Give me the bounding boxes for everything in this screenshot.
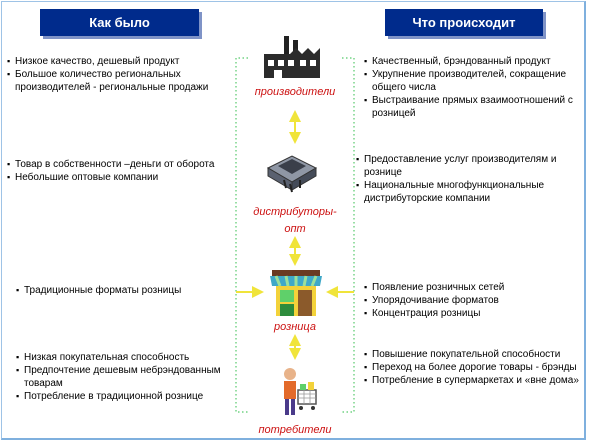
bracket-left [235, 57, 248, 413]
stage-label-consumers: потребители [258, 424, 332, 436]
bullet-item: Выстраивание прямых взаимоотношений с ро… [364, 94, 574, 120]
chip-icon [266, 155, 318, 193]
now-consumers: Повышение покупательной способностиПерех… [364, 348, 582, 387]
bullet-item: Низкая покупательная способность [16, 351, 228, 364]
bullet-item: Концентрация розницы [364, 307, 574, 320]
bracket-right [342, 57, 355, 413]
now-retail: Появление розничных сетейУпорядочивание … [364, 281, 574, 320]
bullet-item: Предоставление услуг производителям и ро… [356, 153, 578, 179]
shop-icon [270, 270, 322, 316]
bullet-item: Укрупнение производителей, сокращение об… [364, 68, 574, 94]
bullet-item: Предпочтение дешевым небрэндованным това… [16, 364, 228, 390]
before-producers: Низкое качество, дешевый продуктБольшое … [7, 55, 227, 94]
bullet-item: Товар в собственности –деньги от оборота [7, 158, 227, 171]
bullet-item: Большое количество региональных производ… [7, 68, 227, 94]
stage-label-producers: производители [254, 86, 336, 98]
bullet-item: Повышение покупательной способности [364, 348, 582, 361]
stage-label-retail: розница [274, 321, 316, 333]
now-distributors: Предоставление услуг производителям и ро… [356, 153, 578, 205]
before-consumers: Низкая покупательная способностьПредпочт… [16, 351, 228, 403]
now-producers: Качественный, брэндованный продуктУкрупн… [364, 55, 574, 120]
factory-icon [264, 36, 320, 78]
stage-label-distributors: дистрибуторы-опт [253, 206, 337, 235]
bullet-item: Низкое качество, дешевый продукт [7, 55, 227, 68]
before-retail: Традиционные форматы розницы [16, 284, 228, 297]
bullet-item: Качественный, брэндованный продукт [364, 55, 574, 68]
bullet-item: Потребление в традиционной рознице [16, 390, 228, 403]
before-distributors: Товар в собственности –деньги от оборота… [7, 158, 227, 184]
header-before: Как было [40, 9, 199, 36]
bullet-item: Небольшие оптовые компании [7, 171, 227, 184]
bullet-item: Переход на более дорогие товары - брэнды [364, 361, 582, 374]
bullet-item: Потребление в супермаркетах и «вне дома» [364, 374, 582, 387]
bullet-item: Упорядочивание форматов [364, 294, 574, 307]
shopper-icon [284, 368, 317, 415]
bullet-item: Традиционные форматы розницы [16, 284, 228, 297]
header-now: Что происходит [385, 9, 543, 36]
bullet-item: Появление розничных сетей [364, 281, 574, 294]
bullet-item: Национальные многофункциональные дистриб… [356, 179, 578, 205]
